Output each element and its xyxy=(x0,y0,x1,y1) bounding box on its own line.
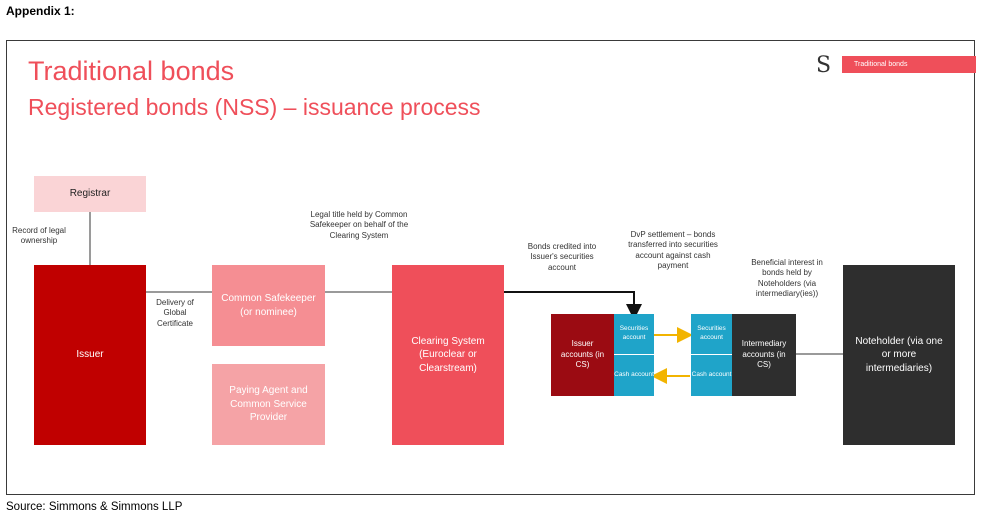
paying-agent-box: Paying Agent and Common Service Provider xyxy=(212,364,325,445)
clearing-system-box: Clearing System (Euroclear or Clearstrea… xyxy=(392,265,504,445)
registrar-label: Registrar xyxy=(69,188,111,200)
intermediary-cash-account-box: Cash account xyxy=(691,355,732,396)
simmons-logo: S xyxy=(816,53,832,78)
noteholder-label: Noteholder (via one or more intermediari… xyxy=(855,335,943,374)
bonds-credited-annotation: Bonds credited into Issuer's securities … xyxy=(527,242,597,272)
intermediary-securities-account-label: Securities account xyxy=(697,325,726,341)
appendix-label: Appendix 1: xyxy=(6,4,75,18)
slide-title: Traditional bonds xyxy=(28,56,235,86)
issuer-securities-account-box: Securities account xyxy=(614,314,654,355)
delivery-annotation: Delivery of Global Certificate xyxy=(156,298,194,328)
source-footnote: Source: Simmons & Simmons LLP xyxy=(6,501,183,513)
beneficial-interest-annotation: Beneficial interest in bonds held by Not… xyxy=(751,258,823,299)
issuer-label: Issuer xyxy=(76,349,104,361)
issuer-cash-account-box: Cash account xyxy=(614,355,654,396)
bonds-credited-arrow xyxy=(504,291,642,320)
dvp-annotation: DvP settlement – bonds transferred into … xyxy=(628,230,718,271)
clearing-system-label: Clearing System (Euroclear or Clearstrea… xyxy=(411,335,485,374)
intermediary-securities-account-box: Securities account xyxy=(691,314,732,355)
slide-frame xyxy=(6,40,975,495)
issuer-securities-account-label: Securities account xyxy=(619,325,649,341)
issuer-accounts-label: Issuer accounts (in CS) xyxy=(560,338,605,370)
issuer-box: Issuer xyxy=(34,265,146,445)
common-safekeeper-box: Common Safekeeper (or nominee) xyxy=(212,265,325,346)
intermediary-accounts-label: Intermediary accounts (in CS) xyxy=(741,338,787,370)
intermediary-cash-account-label: Cash account xyxy=(691,371,732,379)
intermediary-accounts-box: Intermediary accounts (in CS) xyxy=(732,314,796,396)
issuer-cash-account-label: Cash account xyxy=(614,371,654,379)
issuer-accounts-box: Issuer accounts (in CS) xyxy=(551,314,614,396)
slide-subtitle: Registered bonds (NSS) – issuance proces… xyxy=(28,94,481,120)
section-tag: Traditional bonds xyxy=(842,56,976,73)
paying-agent-label: Paying Agent and Common Service Provider xyxy=(229,385,308,424)
noteholder-box: Noteholder (via one or more intermediari… xyxy=(843,265,955,445)
legal-title-annotation: Legal title held by Common Safekeeper on… xyxy=(309,210,409,240)
registrar-box: Registrar xyxy=(34,176,146,212)
common-safekeeper-label: Common Safekeeper (or nominee) xyxy=(221,293,316,318)
record-annotation: Record of legal ownership xyxy=(12,226,66,246)
